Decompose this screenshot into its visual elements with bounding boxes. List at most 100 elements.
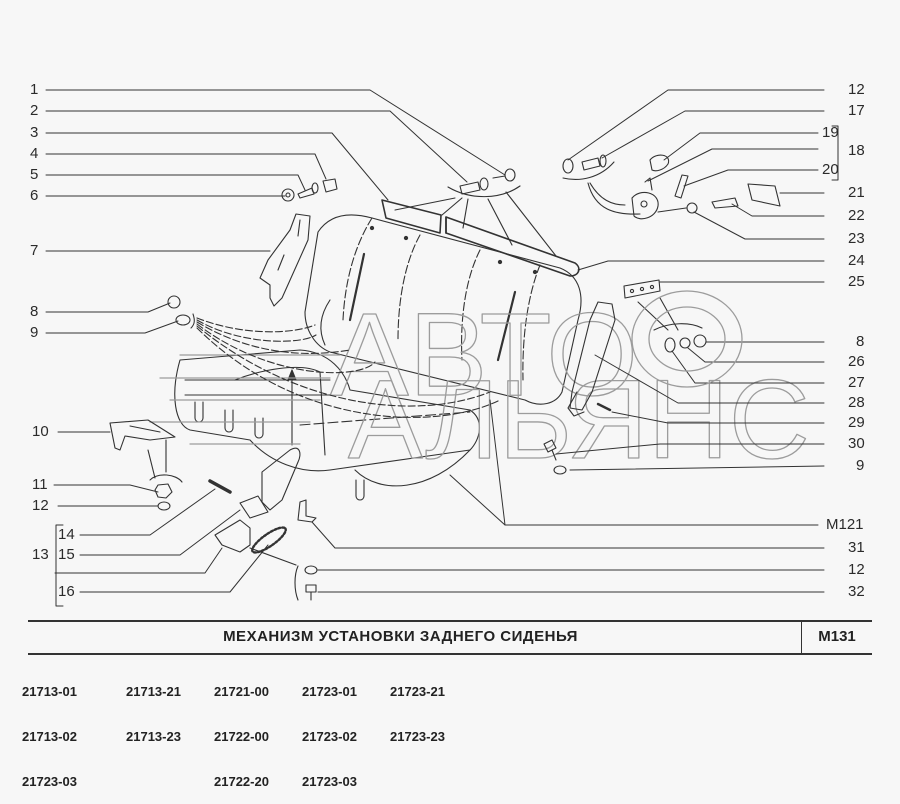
callout-27: 27 xyxy=(848,374,865,391)
model-column: 21713-01 21713-02 21723-03 xyxy=(22,654,77,804)
callout-3: 3 xyxy=(30,124,39,141)
model-code: 21713-23 xyxy=(126,729,181,744)
arrow xyxy=(249,547,297,566)
callout-13: 13 xyxy=(32,546,49,563)
arrow xyxy=(637,297,679,331)
plate-icon xyxy=(747,183,781,207)
diagram-title: МЕХАНИЗМ УСТАНОВКИ ЗАДНЕГО СИДЕНЬЯ xyxy=(223,628,578,645)
callout-8-right: 8 xyxy=(856,333,865,350)
callout-31: 31 xyxy=(848,539,865,556)
model-code: 21723-03 xyxy=(302,774,357,789)
bolt-icon xyxy=(543,439,557,461)
watermark-o xyxy=(631,290,743,388)
model-code: 21723-21 xyxy=(390,684,445,699)
watermark-line1: АВТО xyxy=(330,289,638,421)
pin-icon xyxy=(674,174,689,199)
callout-m121: M121 xyxy=(826,516,864,533)
model-column: 21721-00 21722-00 21722-20 xyxy=(214,654,269,804)
callout-23: 23 xyxy=(848,230,865,247)
watermark-o-inner xyxy=(648,306,726,372)
callout-25: 25 xyxy=(848,273,865,290)
pin-icon xyxy=(208,479,232,494)
callout-12-right: 12 xyxy=(848,81,865,98)
model-code: 21723-01 xyxy=(302,684,357,699)
diagram-code: M131 xyxy=(818,628,856,645)
callout-21: 21 xyxy=(848,184,865,201)
model-code: 21713-01 xyxy=(22,684,77,699)
title-divider xyxy=(801,622,802,653)
spring-icon xyxy=(251,526,287,554)
callout-15: 15 xyxy=(58,546,75,563)
latch-icon xyxy=(631,177,659,220)
model-column: 21723-21 21723-23 xyxy=(390,654,445,759)
callout-24: 24 xyxy=(848,252,865,269)
group-arc xyxy=(447,185,521,198)
callout-8: 8 xyxy=(30,303,39,320)
bolt-icon xyxy=(581,154,607,171)
callout-28: 28 xyxy=(848,394,865,411)
callout-6: 6 xyxy=(30,187,39,204)
bolt-icon xyxy=(459,177,489,195)
callout-26: 26 xyxy=(848,353,865,370)
callout-12-bottom: 12 xyxy=(848,561,865,578)
group-arc xyxy=(294,565,299,601)
callout-9: 9 xyxy=(30,324,39,341)
nut-icon xyxy=(154,483,173,499)
callout-1: 1 xyxy=(30,81,39,98)
washer-icon xyxy=(157,501,171,511)
callout-7: 7 xyxy=(30,242,39,259)
callout-20: 20 xyxy=(822,161,839,178)
bolt-icon xyxy=(305,584,317,601)
model-code: 21713-21 xyxy=(126,684,181,699)
plate-icon xyxy=(214,519,251,553)
knob-icon xyxy=(649,154,670,172)
model-column: 21713-21 21713-23 xyxy=(126,654,181,759)
group-arc xyxy=(190,313,195,329)
callout-29: 29 xyxy=(848,414,865,431)
callout-22: 22 xyxy=(848,207,865,224)
callout-32: 32 xyxy=(848,583,865,600)
washer-icon xyxy=(553,465,567,475)
nut-icon xyxy=(322,178,338,193)
callout-30: 30 xyxy=(848,435,865,452)
bolt-icon xyxy=(297,182,319,199)
latch-icon xyxy=(109,419,183,483)
callout-19: 19 xyxy=(822,124,839,141)
callout-14: 14 xyxy=(58,526,75,543)
trim-rail-icon xyxy=(381,199,580,277)
callout-4: 4 xyxy=(30,145,39,162)
callout-11: 11 xyxy=(32,476,48,493)
arrow xyxy=(589,182,626,206)
callout-17: 17 xyxy=(848,102,865,119)
strap-icon xyxy=(239,447,301,519)
bolt-icon xyxy=(711,197,739,209)
fastener-arrows xyxy=(394,191,557,257)
bolt-icon xyxy=(596,402,612,412)
callout-9-right: 9 xyxy=(856,457,865,474)
washer-icon xyxy=(304,565,318,575)
washer-icon xyxy=(281,188,295,202)
washer-icon xyxy=(686,202,698,214)
callout-2: 2 xyxy=(30,102,39,119)
dash xyxy=(657,207,687,213)
callout-5: 5 xyxy=(30,166,39,183)
nut-icon xyxy=(167,295,181,309)
model-code: 21713-02 xyxy=(22,729,77,744)
model-code: 21722-00 xyxy=(214,729,269,744)
clip-icon xyxy=(297,499,317,523)
callout-16: 16 xyxy=(58,583,75,600)
model-code: 21723-23 xyxy=(390,729,445,744)
watermark-line2: АЛЬЯНС xyxy=(348,357,810,482)
nut-icon xyxy=(693,334,707,348)
plate-icon xyxy=(623,279,661,299)
group-arc xyxy=(653,323,703,331)
dashed-arrows-left xyxy=(196,317,501,418)
leader-lines xyxy=(45,89,839,607)
model-column: 21723-01 21723-02 21723-03 xyxy=(302,654,357,804)
model-code: 21723-03 xyxy=(22,774,77,789)
model-code: 21721-00 xyxy=(214,684,269,699)
callout-12: 12 xyxy=(32,497,49,514)
washer-icon xyxy=(175,314,191,326)
title-block: МЕХАНИЗМ УСТАНОВКИ ЗАДНЕГО СИДЕНЬЯ M131 xyxy=(28,620,872,655)
hinge-bracket-icon xyxy=(259,213,311,307)
